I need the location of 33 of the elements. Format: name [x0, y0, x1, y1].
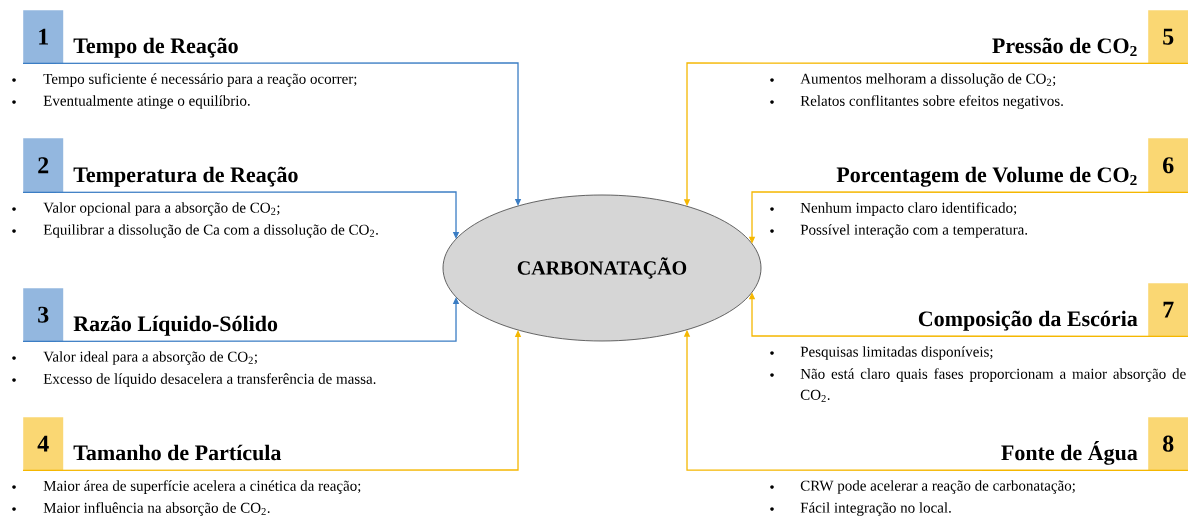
- heading: Composição da Escória: [918, 310, 1138, 331]
- number-box: 5: [1148, 10, 1188, 64]
- number-box: 3: [23, 288, 64, 342]
- number-box: 2: [23, 138, 64, 193]
- heading: Porcentagem de Volume de CO$_{2}$: [836, 166, 1137, 187]
- arrow: [22, 191, 460, 239]
- heading: Fonte de Água: [1001, 441, 1138, 465]
- bullet-text: Não está claro quais fases proporcionam a maior absorção de CO$_{2}$.: [800, 368, 1186, 402]
- bullet-text: Tempo suficiente é necessário para a reação ocorrer;: [43, 73, 357, 87]
- bullet-text: Pesquisas limitadas disponíveis;: [800, 346, 993, 360]
- bullet-text: Valor opcional para a absorção de CO$_{2}$;: [43, 202, 280, 216]
- heading: Pressão de CO$_{2}$: [992, 37, 1137, 57]
- number-box: 1: [23, 10, 64, 64]
- bullet-text: Aumentos melhoram a dissolução de CO$_{2}$;: [800, 73, 1056, 87]
- heading: Tamanho de Partícula: [73, 444, 282, 461]
- bullet-text: Relatos conflitantes sobre efeitos negativos.: [800, 95, 1063, 109]
- bullet-text: CRW pode acelerar a reação de carbonatação;: [800, 480, 1075, 494]
- bullet-text: Excesso de líquido desacelera a transferência de massa.: [43, 373, 376, 387]
- number-box: 6: [1148, 138, 1188, 193]
- number-box: 7: [1148, 283, 1188, 337]
- heading: Temperatura de Reação: [73, 166, 298, 187]
- heading: Tempo de Reação: [73, 37, 238, 58]
- bullet-text: Equilibrar a dissolução de Ca com a dissolução de CO$_{2}$.: [43, 224, 378, 238]
- number-box: 4: [23, 417, 64, 471]
- bullet-text: Maior influência na absorção de CO$_{2}$.: [43, 502, 270, 516]
- bullet-text: Possível interação com a temperatura.: [800, 224, 1028, 238]
- bullet-text: Nenhum impacto claro identificado;: [800, 202, 1017, 216]
- bullet-text: Maior área de superfície acelera a cinética da reação;: [43, 480, 361, 494]
- bullet-text: Eventualmente atinge o equilíbrio.: [43, 95, 250, 109]
- bullet-text: Valor ideal para a absorção de CO$_{2}$;: [43, 351, 257, 365]
- number-box: 8: [1148, 417, 1188, 471]
- heading: Razão Líquido-Sólido: [73, 315, 278, 336]
- bullet-text: Fácil integração no local.: [800, 502, 951, 516]
